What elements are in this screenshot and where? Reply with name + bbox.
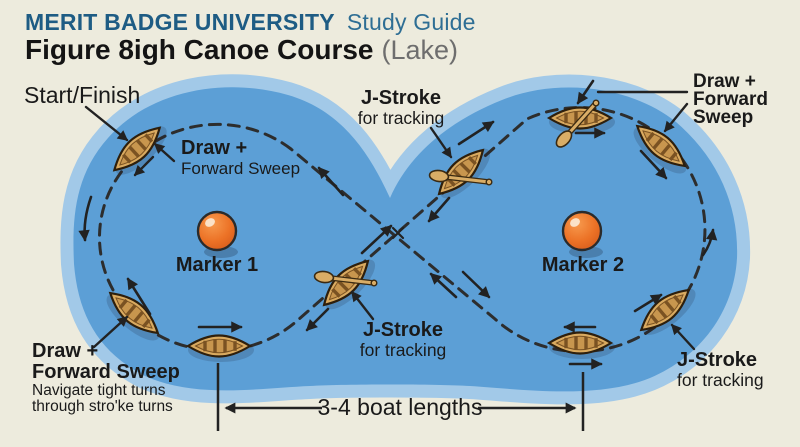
course-title: Figure 8igh Canoe Course	[25, 34, 374, 65]
brand-name: MERIT BADGE UNIVERSITY	[25, 9, 335, 35]
direction-arrow	[427, 196, 451, 223]
direction-arrow	[305, 307, 330, 332]
direction-arrow	[457, 120, 495, 146]
page-title: Figure 8igh Canoe Course(Lake)	[25, 34, 459, 65]
label-arrow	[84, 105, 129, 142]
label-arrow	[92, 315, 129, 349]
draw-sweep-upper-right-label: Draw + Forward Sweep	[693, 71, 768, 128]
lake-shape	[60, 74, 751, 405]
boat-lengths-label: 3-4 boat lengths	[317, 394, 483, 420]
paddle-icon	[555, 99, 600, 148]
measurement-lines	[216, 363, 585, 431]
direction-arrow	[633, 293, 663, 313]
direction-arrow	[78, 195, 93, 242]
label-pointer-arrows	[84, 90, 696, 351]
paddle-icon	[428, 169, 493, 186]
brand-subtitle: Study Guide	[346, 9, 476, 35]
direction-arrows	[78, 79, 718, 370]
direction-arrow	[126, 277, 152, 316]
direction-arrow	[317, 166, 345, 197]
j-stroke-top-label: J-Stroke for tracking	[357, 87, 445, 128]
label-arrow	[670, 323, 696, 351]
label-arrow	[153, 142, 176, 163]
j-stroke-middle-label: J-Stroke for tracking	[359, 319, 447, 360]
label-arrow	[429, 126, 453, 159]
start-finish-label: Start/Finish	[24, 82, 141, 108]
direction-arrow	[701, 228, 718, 257]
label-arrow	[663, 102, 689, 133]
j-stroke-lower-right-label: J-Stroke for tracking	[677, 349, 764, 390]
label-arrow	[350, 290, 375, 321]
direction-arrow	[639, 149, 668, 180]
brand-title: MERIT BADGE UNIVERSITY Study Guide	[25, 10, 476, 35]
direction-arrow	[360, 224, 393, 255]
marker2-label: Marker 2	[541, 254, 625, 276]
direction-arrow	[461, 270, 491, 299]
direction-arrow	[576, 79, 595, 105]
draw-sweep-upper-left-label: Draw + Forward Sweep	[181, 137, 301, 178]
crossing-x-mark	[391, 226, 405, 240]
course-title-note: (Lake)	[381, 35, 459, 65]
draw-sweep-lower-left-label: Draw + Forward Sweep Navigate tight turn…	[32, 340, 180, 415]
marker1-label: Marker 1	[175, 254, 259, 276]
paddle-icon	[313, 270, 378, 287]
direction-arrow	[429, 272, 458, 299]
label-arrow	[133, 155, 155, 177]
